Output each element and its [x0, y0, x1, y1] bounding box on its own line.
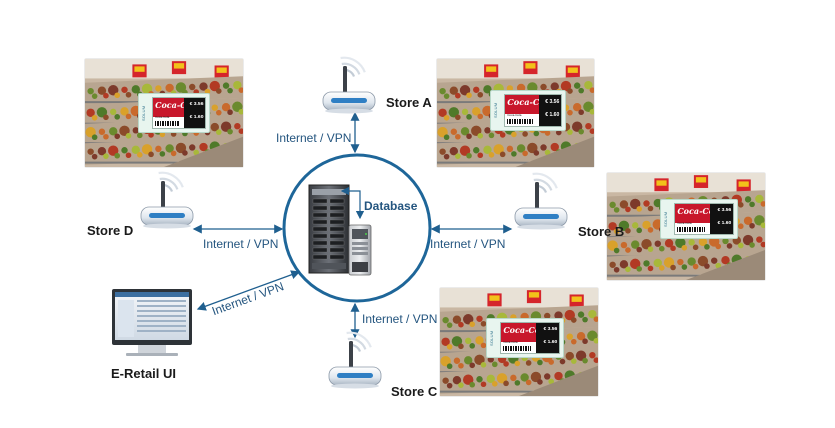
esl-brand: SOLUM	[663, 211, 668, 227]
monitor-icon	[112, 289, 192, 356]
router-store-a-icon	[322, 56, 376, 114]
esl-brand: SOLUM	[489, 330, 494, 346]
esl-price-1: € 3.56	[717, 208, 732, 214]
server-rack-icon	[308, 184, 350, 274]
router-store-d-icon	[140, 171, 194, 229]
esl-product-sub: Coca-Cola	[507, 112, 522, 117]
e-retail-ui-label: E-Retail UI	[111, 366, 177, 381]
esl-price-2: € 1.60	[545, 112, 560, 119]
link-label-store-c: Internet / VPN	[362, 312, 438, 326]
store-c-label: Store C	[391, 384, 438, 399]
connector-ui	[196, 270, 301, 311]
esl-price-2: € 1.60	[717, 220, 732, 226]
link-label-store-a: Internet / VPN	[276, 131, 352, 145]
esl-product-logo: Coca-Cola	[503, 325, 549, 336]
esl-price-1: € 3.56	[543, 327, 558, 333]
esl-product-sub: Coca-Cola	[503, 340, 518, 345]
esl-brand: SOLUM	[493, 102, 498, 119]
link-label-store-b: Internet / VPN	[430, 237, 506, 251]
router-store-c-icon	[328, 331, 382, 389]
esl-product-logo: Coca-Cola	[507, 97, 554, 108]
database-label: Database	[364, 199, 418, 213]
esl-price-2: € 1.60	[543, 339, 558, 345]
esl-product-logo: Coca-Cola	[155, 100, 201, 111]
esl-price-1: € 3.56	[189, 102, 204, 108]
database-server-icon	[348, 224, 372, 276]
esl-price-2: € 1.60	[189, 114, 204, 120]
store-b-label: Store B	[578, 224, 625, 239]
store-d-label: Store D	[87, 223, 134, 238]
esl-brand: SOLUM	[141, 105, 146, 121]
esl-price-1: € 3.56	[545, 99, 560, 106]
esl-product-logo: Coca-Cola	[677, 206, 723, 217]
router-store-b-icon	[514, 172, 568, 230]
esl-product-sub: Coca-Cola	[155, 115, 170, 120]
esl-product-sub: Coca-Cola	[677, 221, 692, 226]
database-link-arrow	[340, 186, 365, 220]
link-label-store-d: Internet / VPN	[203, 237, 279, 251]
store-a-label: Store A	[386, 95, 432, 110]
